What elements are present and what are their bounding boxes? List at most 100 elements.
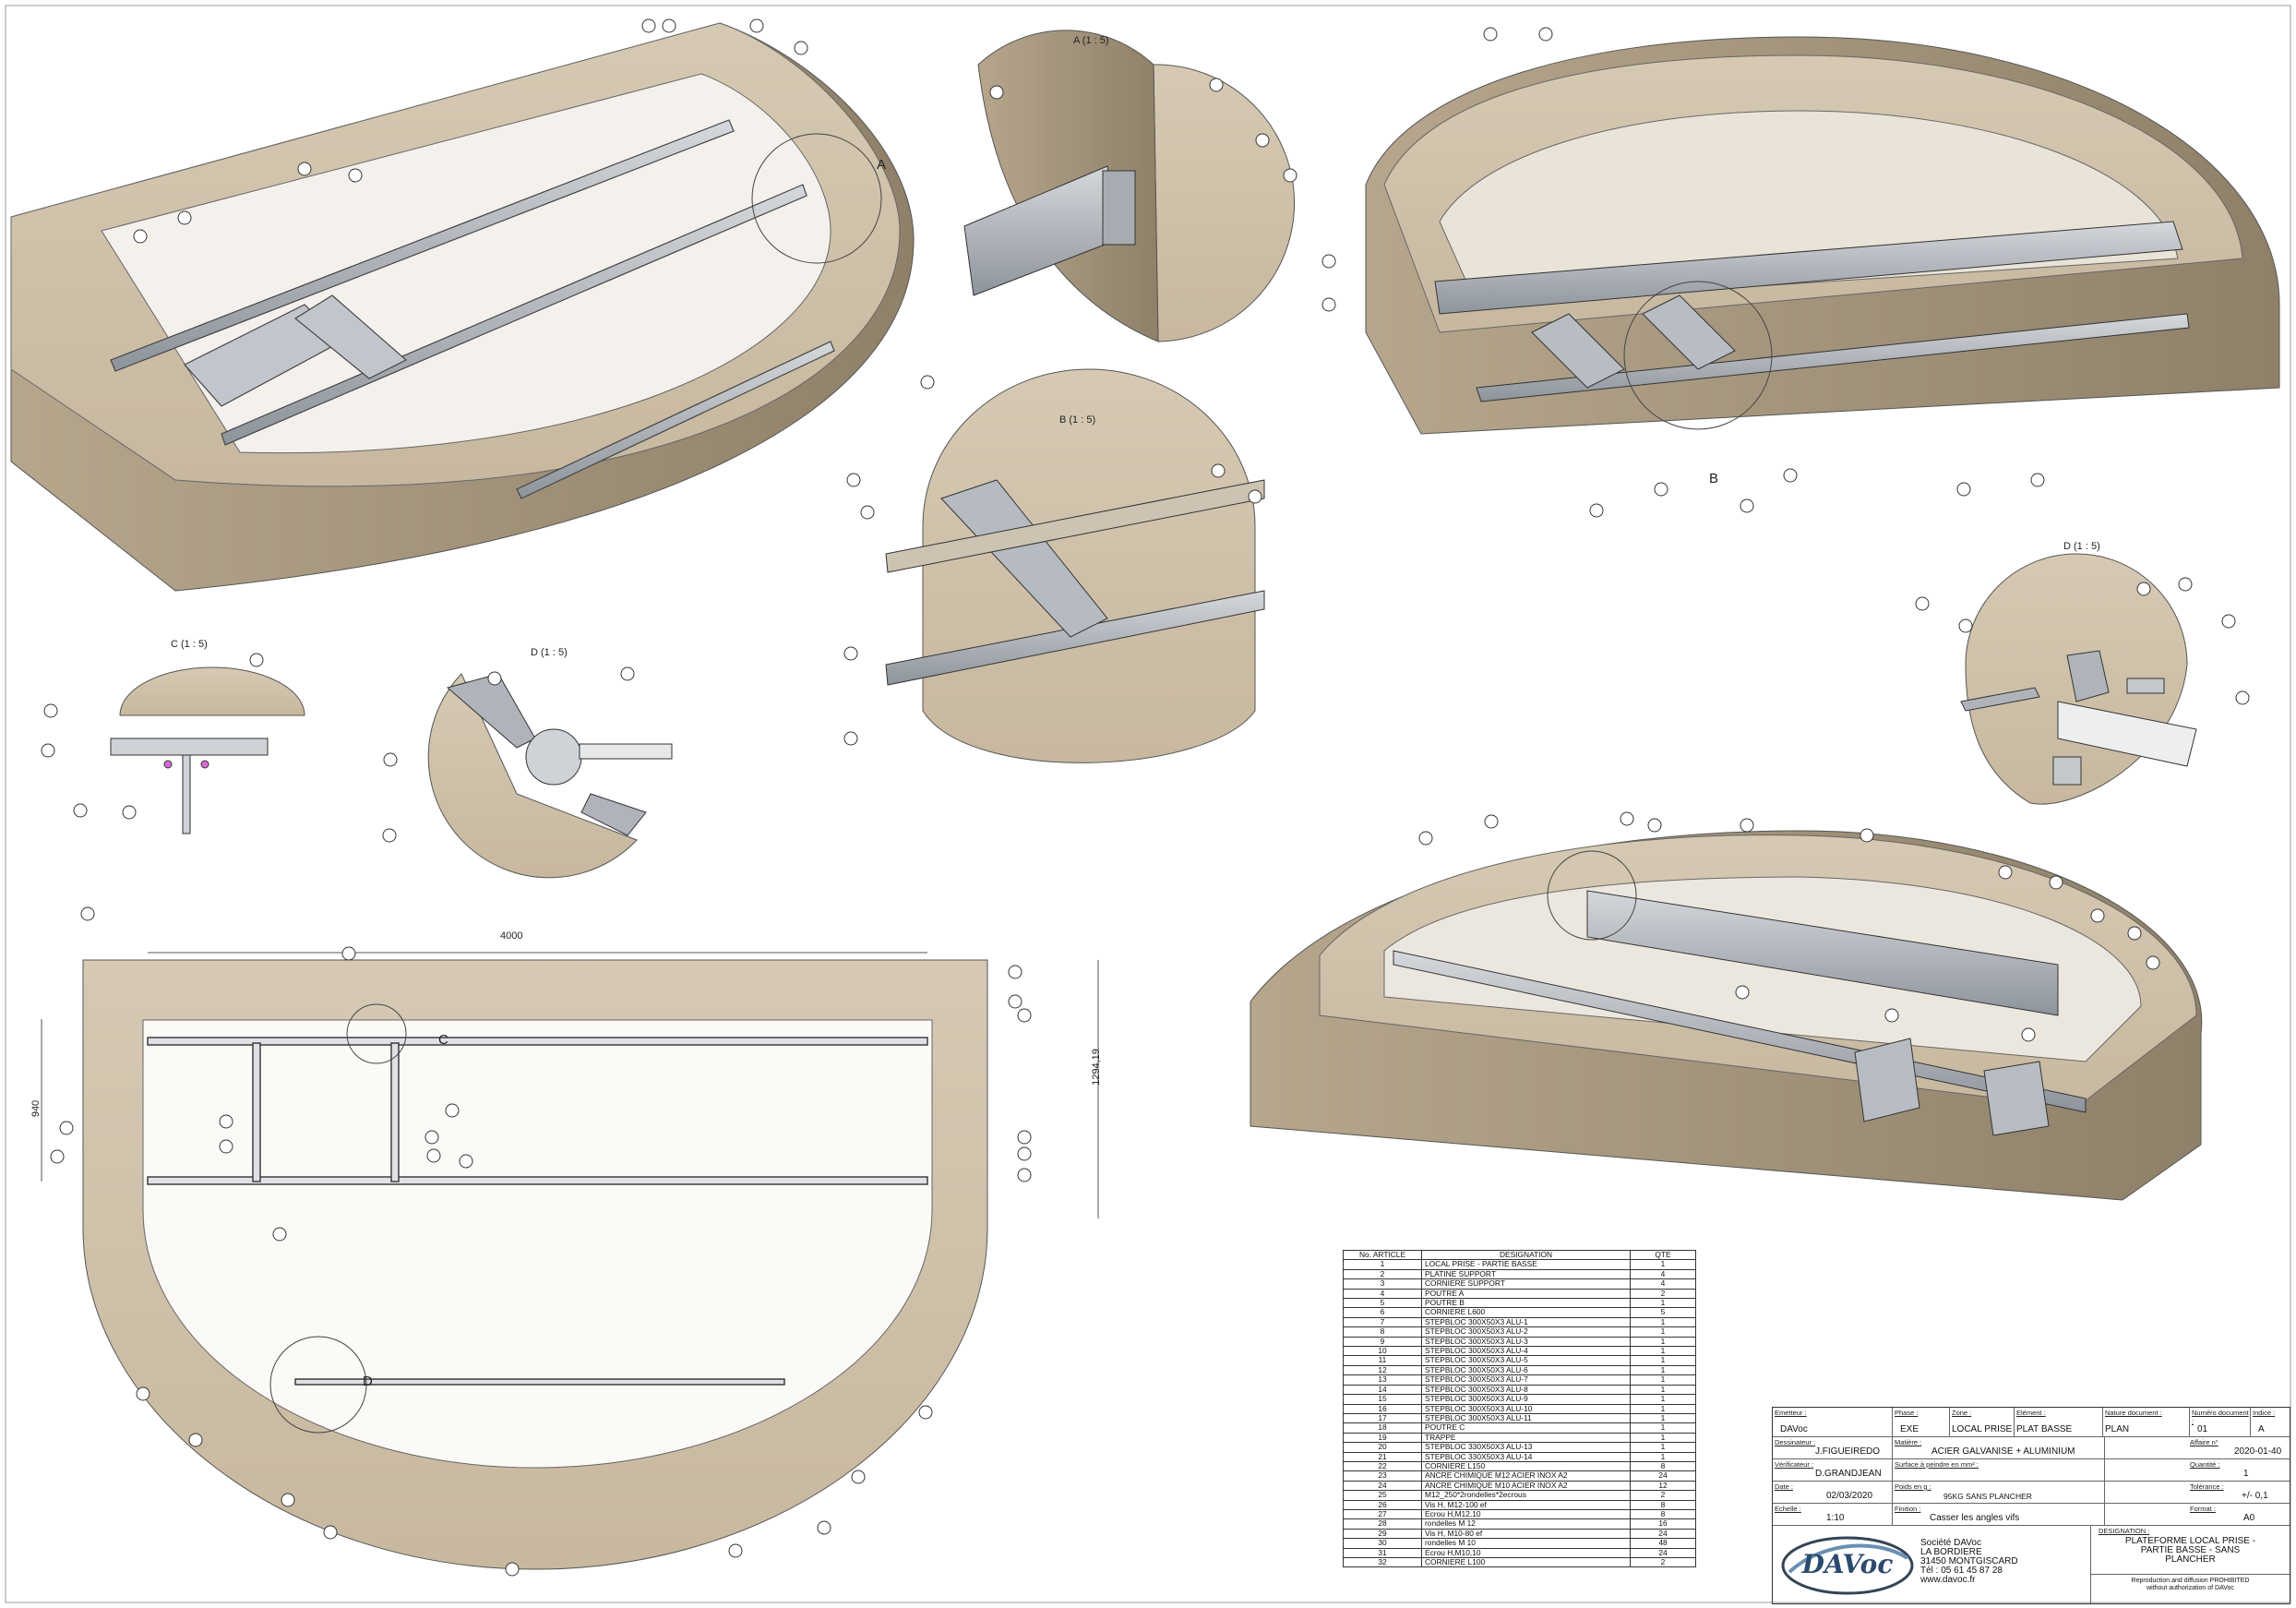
title-block: Emetteur :DAVoc Phase :EXE Zone :LOCAL P… <box>1772 1407 2290 1604</box>
bom-quantity: 1 <box>1630 1384 1696 1396</box>
indice-caption: Indice : <box>2253 1409 2276 1417</box>
detail-d-right-label: D (1 : 5) <box>2063 541 2100 552</box>
company-address-1: LA BORDIERE <box>1920 1547 1982 1557</box>
reproduction-line-1: Reproduction and diffusion PROHIBITED <box>2131 1578 2250 1584</box>
bom-quantity: 1 <box>1630 1422 1696 1434</box>
echelle-caption: Echelle : <box>1775 1505 1801 1513</box>
bom-article-number: 10 <box>1343 1346 1422 1357</box>
bom-header-designation: DESIGNATION <box>1421 1249 1631 1261</box>
bom-article-number: 15 <box>1343 1394 1422 1405</box>
logo-text: DAVoc <box>1801 1549 1894 1579</box>
bom-designation: STEPBLOC 330X50X3 ALU-13 <box>1421 1442 1631 1453</box>
bom-designation: STEPBLOC 300X50X3 ALU-6 <box>1421 1364 1631 1376</box>
bom-quantity: 1 <box>1630 1451 1696 1462</box>
circle-b-label: B <box>1709 471 1719 486</box>
bom-article-number: 24 <box>1343 1480 1422 1492</box>
bom-article-number: 4 <box>1343 1288 1422 1300</box>
designation-line-3: PLANCHER <box>2165 1554 2216 1565</box>
bom-designation: CORNIERE SUPPORT <box>1421 1278 1631 1290</box>
bom-designation: TRAPPE <box>1421 1432 1631 1444</box>
bom-article-number: 7 <box>1343 1316 1422 1328</box>
bom-designation: LOCAL PRISE - PARTIE BASSE <box>1421 1259 1631 1270</box>
bom-designation: Ecrou H,M12,10 <box>1421 1508 1631 1520</box>
affaire-caption: Affaire n° <box>2190 1438 2218 1446</box>
bom-designation: CORNIERE L600 <box>1421 1307 1631 1318</box>
bom-article-number: 25 <box>1343 1490 1422 1501</box>
bom-quantity: 8 <box>1630 1499 1696 1510</box>
bom-designation: STEPBLOC 300X50X3 ALU-1 <box>1421 1316 1631 1328</box>
bom-quantity: 4 <box>1630 1268 1696 1280</box>
affaire-value: 2020-01-40 <box>2234 1446 2282 1457</box>
nature-caption: Nature document : <box>2105 1409 2162 1417</box>
bom-designation: STEPBLOC 300X50X3 ALU-11 <box>1421 1412 1631 1424</box>
bom-article-number: 1 <box>1343 1259 1422 1270</box>
bom-designation: M12_250*2rondelles*2ecrous <box>1421 1490 1631 1501</box>
iso-view-3 <box>1250 830 2203 1201</box>
bom-article-number: 12 <box>1343 1364 1422 1376</box>
bom-article-number: 28 <box>1343 1518 1422 1530</box>
bom-article-number: 9 <box>1343 1336 1422 1348</box>
bom-quantity: 1 <box>1630 1316 1696 1328</box>
bom-designation: STEPBLOC 300X50X3 ALU-10 <box>1421 1403 1631 1414</box>
designation-block: DESIGNATION : PLATEFORME LOCAL PRISE - P… <box>2091 1526 2290 1603</box>
detail-c <box>110 666 305 834</box>
bom-designation: STEPBLOC 300X50X3 ALU-3 <box>1421 1336 1631 1348</box>
bom-quantity: 1 <box>1630 1403 1696 1414</box>
element-value: PLAT BASSE <box>2016 1424 2073 1434</box>
bom-designation: POUTRE A <box>1421 1288 1631 1300</box>
bom-article-number: 21 <box>1343 1451 1422 1462</box>
verificateur-caption: Vérificateur : <box>1775 1460 1814 1469</box>
iso-view-1 <box>10 22 915 592</box>
detail-b-label: B (1 : 5) <box>1059 414 1096 426</box>
emetteur-value: DAVoc <box>1780 1424 1808 1434</box>
bom-article-number: 5 <box>1343 1298 1422 1309</box>
circle-a-label: A <box>877 157 887 173</box>
bom-article-number: 19 <box>1343 1432 1422 1444</box>
bom-quantity: 1 <box>1630 1259 1696 1270</box>
numero-caption: Numéro document : <box>2192 1409 2249 1425</box>
poids-caption: Poids en g : <box>1895 1482 1931 1491</box>
bom-designation: POUTRE B <box>1421 1298 1631 1309</box>
bom-designation: Vis H, M12-100 ef <box>1421 1499 1631 1510</box>
bom-designation: POUTRE C <box>1421 1422 1631 1434</box>
zone-value: LOCAL PRISE <box>1952 1424 2013 1434</box>
company-website: www.davoc.fr <box>1920 1575 1976 1585</box>
bom-quantity: 5 <box>1630 1307 1696 1318</box>
bom-article-number: 2 <box>1343 1268 1422 1280</box>
bom-article-number: 11 <box>1343 1355 1422 1366</box>
zone-caption: Zone : <box>1952 1409 1972 1417</box>
designation-line-1: PLATEFORME LOCAL PRISE - <box>2124 1536 2256 1546</box>
bom-quantity: 1 <box>1630 1355 1696 1366</box>
numero-value: 01 <box>2197 1424 2208 1434</box>
indice-value: A <box>2258 1424 2265 1434</box>
bom-quantity: 8 <box>1630 1460 1696 1472</box>
detail-d-left <box>427 673 673 879</box>
bom-designation: STEPBLOC 300X50X3 ALU-8 <box>1421 1384 1631 1396</box>
bom-quantity: 12 <box>1630 1480 1696 1492</box>
format-value: A0 <box>2243 1513 2255 1523</box>
bom-designation: rondelles M 12 <box>1421 1518 1631 1530</box>
surface-caption: Surface à peindre en mm² : <box>1895 1460 1979 1469</box>
bom-designation: Vis H, M10-80 ef <box>1421 1528 1631 1540</box>
bom-quantity: 1 <box>1630 1442 1696 1453</box>
